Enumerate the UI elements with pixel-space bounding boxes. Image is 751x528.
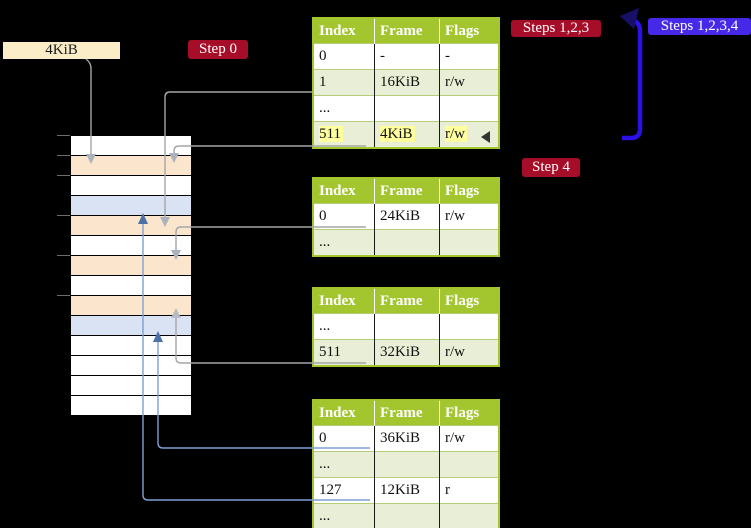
memory-frame-row-peach: [71, 156, 191, 176]
table-cell: 0: [313, 203, 375, 230]
memory-frame-row-blue: [71, 196, 191, 216]
table-cell: r: [439, 477, 499, 504]
highlighted-value: 511: [319, 126, 343, 142]
table-row: ...: [313, 313, 499, 340]
table-cell: ...: [313, 451, 375, 478]
table-row: 0--: [313, 43, 499, 70]
column-header-index: Index: [313, 400, 375, 426]
step0-badge: Step 0: [188, 40, 248, 59]
memory-frame-row-white: [71, 236, 191, 256]
table-cell: r/w: [439, 339, 499, 366]
table-cell: 16KiB: [374, 69, 440, 96]
memory-frame-row-blue: [71, 316, 191, 336]
big-steps-arrow: [620, 8, 643, 141]
table-cell: [439, 313, 499, 340]
memory-tick: [57, 255, 70, 256]
memory-frame-row-white: [71, 136, 191, 156]
table-cell: r/w: [439, 425, 499, 452]
memory-frame-row-white: [71, 336, 191, 356]
steps1234-badge: Steps 1,2,3,4: [648, 18, 751, 35]
table-cell: ...: [313, 313, 375, 340]
table-cell: 24KiB: [374, 203, 440, 230]
table-cell: ...: [313, 503, 375, 528]
memory-frame-row-peach: [71, 216, 191, 236]
frame-size-label: 4KiB: [3, 42, 120, 59]
table-cell: 511: [313, 121, 375, 148]
physical-memory-column: [70, 135, 192, 416]
memory-frame-row-white: [71, 276, 191, 296]
table-cell: [374, 313, 440, 340]
table-cell: 12KiB: [374, 477, 440, 504]
memory-tick: [57, 135, 70, 136]
memory-frame-row-white: [71, 376, 191, 396]
table-cell: r/w: [439, 121, 499, 148]
memory-frame-row-peach: [71, 296, 191, 316]
column-header-frame: Frame: [374, 288, 440, 314]
memory-tick: [57, 215, 70, 216]
memory-tick: [57, 295, 70, 296]
memory-frame-row-white: [71, 356, 191, 376]
table-cell: [439, 229, 499, 256]
table-cell: -: [439, 43, 499, 70]
column-header-index: Index: [313, 288, 375, 314]
steps123-badge: Steps 1,2,3: [511, 20, 601, 37]
column-header-flags: Flags: [439, 400, 499, 426]
table-cell: 36KiB: [374, 425, 440, 452]
table-cell: ...: [313, 229, 375, 256]
column-header-flags: Flags: [439, 178, 499, 204]
table-cell: 127: [313, 477, 375, 504]
table-cell: 32KiB: [374, 339, 440, 366]
step4-badge: Step 4: [522, 158, 580, 177]
highlighted-value: 4KiB: [380, 126, 415, 142]
memory-tick: [57, 175, 70, 176]
column-header-frame: Frame: [374, 178, 440, 204]
table-cell: [374, 229, 440, 256]
table-cell: 0: [313, 425, 375, 452]
memory-frame-row-peach: [71, 256, 191, 276]
column-header-index: Index: [313, 18, 375, 44]
table-row: ...: [313, 503, 499, 528]
table-cell: 0: [313, 43, 375, 70]
table-cell: [439, 503, 499, 528]
highlighted-value: r/w: [445, 126, 467, 142]
column-header-frame: Frame: [374, 400, 440, 426]
table-row: ...: [313, 95, 499, 122]
table-cell: [439, 451, 499, 478]
table-cell: r/w: [439, 203, 499, 230]
table-row: ...: [313, 229, 499, 256]
table-cell: [439, 95, 499, 122]
table-cell: r/w: [439, 69, 499, 96]
table-cell: [374, 503, 440, 528]
table-cell: 1: [313, 69, 375, 96]
column-header-index: Index: [313, 178, 375, 204]
memory-tick: [57, 155, 70, 156]
column-header-flags: Flags: [439, 18, 499, 44]
column-header-flags: Flags: [439, 288, 499, 314]
memory-frame-row-white: [71, 176, 191, 196]
table-cell: ...: [313, 95, 375, 122]
table-cell: [374, 451, 440, 478]
table-cell: [374, 95, 440, 122]
column-header-frame: Frame: [374, 18, 440, 44]
table-cell: 4KiB: [374, 121, 440, 148]
table-cell: -: [374, 43, 440, 70]
table-row: ...: [313, 451, 499, 478]
table-row: 511 4KiB r/w: [313, 121, 499, 148]
table-cell: 511: [313, 339, 375, 366]
memory-frame-row-white: [71, 396, 191, 415]
